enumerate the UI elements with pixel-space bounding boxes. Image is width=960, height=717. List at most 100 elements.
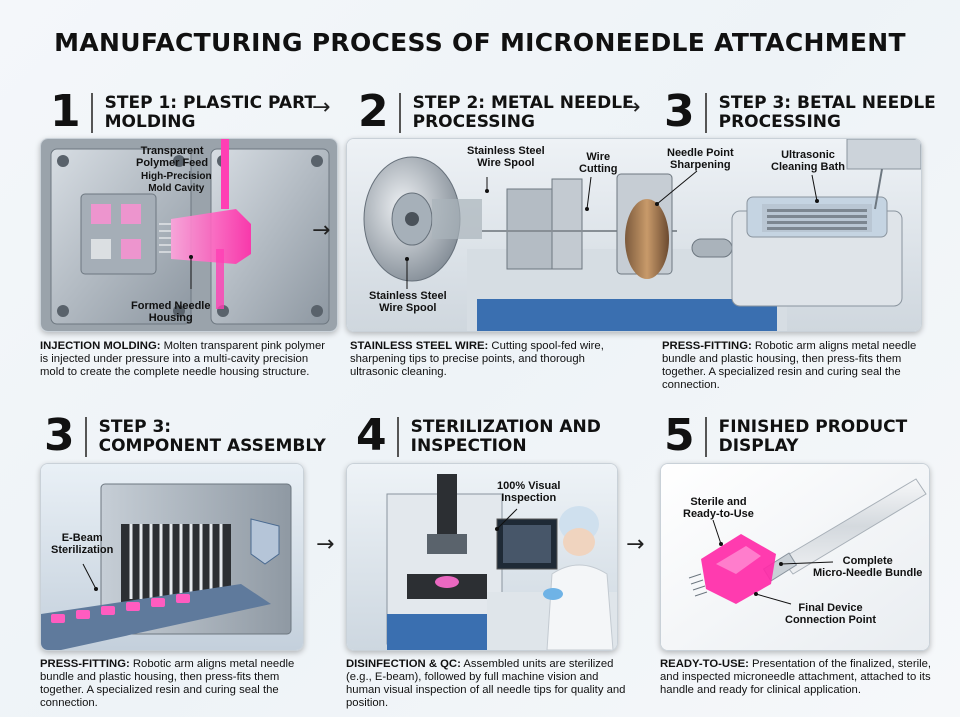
step-6-label-line1: FINISHED PRODUCT (718, 417, 908, 437)
callout-sterile: Sterile and Ready-to-Use (683, 496, 754, 520)
step-3-label-line1: STEP 3: BETAL NEEDLE (718, 93, 936, 113)
desc-step-5-bold: DISINFECTION & QC: (346, 658, 461, 670)
callout-sterile-line1: Sterile and (690, 496, 747, 508)
panel-inspection: 100% Visual Inspection (346, 463, 618, 651)
desc-step-6: READY-TO-USE: Presentation of the finali… (660, 658, 935, 697)
desc-step-4-text: Robotic arm aligns metal needle bundle a… (40, 658, 295, 709)
callout-wire-spool-top-line2: Wire Spool (477, 157, 535, 169)
step-1-label: STEP 1: PLASTIC PART MOLDING (105, 94, 316, 132)
desc-step-2-text: Cutting spool-fed wire, sharpening tips … (350, 340, 604, 378)
callout-polymer-feed-line1: Transparent (140, 145, 204, 157)
page-title: MANUFACTURING PROCESS OF MICRONEEDLE ATT… (54, 28, 906, 57)
desc-step-1-bold: INJECTION MOLDING: (40, 340, 161, 352)
step-1-label-line2: MOLDING (104, 112, 196, 132)
callout-polymer-feed: Transparent Polymer Feed (136, 145, 208, 169)
step-2-header: 2 STEP 2: METAL NEEDLE PROCESSING (358, 90, 634, 134)
step-5-number: 4 (356, 410, 387, 461)
desc-step-3-bold: PRESS-FITTING: (662, 340, 752, 352)
step-1-label-line1: STEP 1: PLASTIC PART (104, 93, 316, 113)
step-2-number: 2 (358, 86, 389, 137)
step-3-label-line2: PROCESSING (718, 112, 841, 132)
callout-visual-inspection-line2: Inspection (501, 492, 557, 504)
callout-ebeam-line2: Sterilization (51, 544, 114, 556)
panel-molding: Transparent Polymer Feed High-Precision … (40, 138, 338, 332)
desc-step-6-text: Presentation of the finalized, sterile, … (660, 658, 932, 696)
callout-needle-housing-line2: Housing (148, 312, 193, 324)
finished-product-illustration (661, 464, 929, 650)
step-4-number: 3 (44, 410, 75, 461)
callout-wire-spool-top: Stainless Steel Wire Spool (467, 145, 545, 169)
step-4-label: STEP 3: COMPONENT ASSEMBLY (99, 418, 326, 456)
step-2-label-line1: STEP 2: METAL NEEDLE (412, 93, 634, 113)
step-6-number: 5 (664, 410, 695, 461)
callout-needle-sharpening-line1: Needle Point (667, 147, 734, 159)
callout-sterile-line2: Ready-to-Use (683, 508, 754, 520)
desc-step-4-bold: PRESS-FITTING: (40, 658, 130, 670)
step-5-label-line2: INSPECTION (410, 436, 527, 456)
desc-step-6-bold: READY-TO-USE: (660, 658, 749, 670)
step-5-label-line1: STERILIZATION AND (410, 417, 601, 437)
callout-polymer-feed-line2: Polymer Feed (136, 157, 209, 169)
step-6-label: FINISHED PRODUCT DISPLAY (719, 418, 908, 456)
callout-needle-sharpening-line2: Sharpening (670, 159, 731, 171)
step-3-number: 3 (664, 86, 695, 137)
arrow-panel-1-2: → (312, 218, 331, 243)
callout-wire-spool-top-line1: Stainless Steel (467, 145, 545, 157)
step-6-label-line2: DISPLAY (718, 436, 799, 456)
arrow-1-2: → (312, 95, 331, 120)
callout-needle-housing: Formed Needle Housing (131, 300, 210, 324)
desc-step-1: INJECTION MOLDING: Molten transparent pi… (40, 340, 325, 379)
callout-needle-housing-line1: Formed Needle (131, 300, 211, 312)
callout-wire-cutting-line1: Wire (586, 151, 611, 163)
callout-mold-cavity: High-Precision Mold Cavity (141, 171, 212, 195)
inspection-illustration (347, 464, 617, 650)
arrow-2-3: → (622, 95, 641, 120)
desc-step-4: PRESS-FITTING: Robotic arm aligns metal … (40, 658, 325, 710)
step-6-divider (704, 417, 707, 457)
step-2-divider (398, 93, 401, 133)
callout-visual-inspection-line1: 100% Visual (497, 480, 561, 492)
callout-connection-point: Final Device Connection Point (785, 602, 876, 626)
step-3-divider (704, 93, 707, 133)
desc-step-3: PRESS-FITTING: Robotic arm aligns metal … (662, 340, 932, 392)
step-4-label-line2: COMPONENT ASSEMBLY (98, 436, 326, 456)
step-4-header: 3 STEP 3: COMPONENT ASSEMBLY (44, 414, 326, 458)
panel-finished-product: Sterile and Ready-to-Use Complete Micro-… (660, 463, 930, 651)
callout-wire-spool-bottom: Stainless Steel Wire Spool (369, 290, 447, 314)
panel-needle-processing: Stainless Steel Wire Spool Wire Cutting … (346, 138, 922, 332)
step-3-header: 3 STEP 3: BETAL NEEDLE PROCESSING (664, 90, 936, 134)
callout-wire-spool-bottom-line2: Wire Spool (379, 302, 437, 314)
desc-step-5: DISINFECTION & QC: Assembled units are s… (346, 658, 636, 710)
arrow-panel-4-5: → (316, 532, 335, 557)
callout-connection-point-line1: Final Device (798, 602, 863, 614)
callout-ultrasonic-bath-line2: Cleaning Bath (771, 161, 845, 173)
desc-step-3-text: Robotic arm aligns metal needle bundle a… (662, 340, 917, 391)
step-5-divider (396, 417, 399, 457)
desc-step-2: STAINLESS STEEL WIRE: Cutting spool-fed … (350, 340, 635, 379)
callout-mold-cavity-line2: Mold Cavity (148, 183, 205, 194)
step-4-label-line1: STEP 3: (98, 417, 172, 437)
callout-ultrasonic-bath: Ultrasonic Cleaning Bath (771, 149, 845, 173)
callout-connection-point-line2: Connection Point (785, 614, 877, 626)
callout-ultrasonic-bath-line1: Ultrasonic (781, 149, 835, 161)
step-2-label: STEP 2: METAL NEEDLE PROCESSING (413, 94, 634, 132)
desc-step-1-text: Molten transparent pink polymer is injec… (40, 340, 326, 378)
callout-wire-cutting: Wire Cutting (579, 151, 617, 175)
assembly-illustration (41, 464, 303, 650)
callout-visual-inspection: 100% Visual Inspection (497, 480, 560, 504)
needle-processing-illustration (347, 139, 921, 331)
callout-needle-bundle-line1: Complete (842, 555, 893, 567)
callout-needle-sharpening: Needle Point Sharpening (667, 147, 734, 171)
step-1-divider (90, 93, 93, 133)
step-1-number: 1 (50, 86, 81, 137)
step-4-divider (84, 417, 87, 457)
callout-mold-cavity-line1: High-Precision (141, 171, 212, 182)
callout-needle-bundle: Complete Micro-Needle Bundle (813, 555, 922, 579)
step-3-label: STEP 3: BETAL NEEDLE PROCESSING (719, 94, 936, 132)
callout-wire-spool-bottom-line1: Stainless Steel (369, 290, 447, 302)
callout-wire-cutting-line2: Cutting (579, 163, 618, 175)
step-5-label: STERILIZATION AND INSPECTION (411, 418, 601, 456)
step-6-header: 5 FINISHED PRODUCT DISPLAY (664, 414, 907, 458)
desc-step-2-bold: STAINLESS STEEL WIRE: (350, 340, 489, 352)
molding-illustration (41, 139, 337, 331)
